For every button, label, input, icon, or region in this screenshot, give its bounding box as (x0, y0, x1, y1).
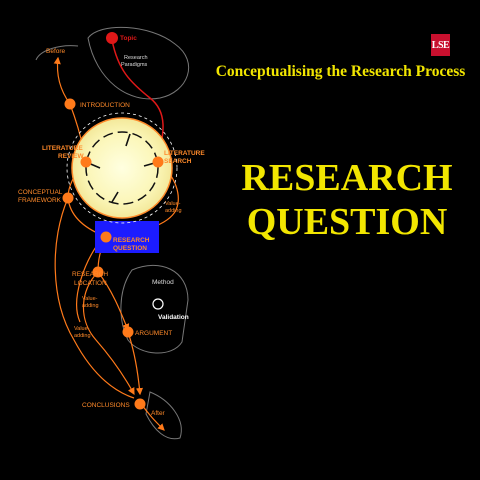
title-line-1: RESEARCH (241, 157, 453, 199)
label-validation: Validation (158, 314, 189, 321)
label-conceptual-framework-1: CONCEPTUAL (18, 189, 63, 196)
label-value-adding-mid-2: adding (82, 303, 99, 309)
label-research-question-1: RESEARCH (113, 237, 150, 244)
label-value-adding-right-2: adding (165, 208, 182, 214)
label-value-adding-right-1: Value- (165, 201, 181, 207)
literature-review-node (80, 156, 92, 168)
label-literature-review-1: LITERATURE (42, 145, 83, 152)
literature-search-node (152, 156, 164, 168)
research-location-node (92, 266, 104, 278)
lse-logo: LSE (431, 34, 450, 56)
subtitle: Conceptualising the Research Process (215, 63, 466, 80)
paradigms-region (87, 26, 190, 100)
central-cycle-ring (85, 131, 159, 205)
label-conclusions: CONCLUSIONS (82, 402, 130, 409)
title-line-2: QUESTION (246, 201, 448, 243)
label-after: After (151, 410, 166, 417)
diagram-labels: Before Topic Research Paradigms INTRODUC… (18, 35, 205, 417)
label-research-paradigms-1: Research (124, 55, 148, 61)
label-research-location-1: RESEARCH (72, 271, 108, 278)
label-method: Method (152, 279, 174, 286)
label-before: Before (46, 48, 66, 55)
label-research-question-2: QUESTION (113, 245, 147, 252)
research-question-node (100, 231, 112, 243)
label-literature-review-2: REVIEW (58, 153, 85, 160)
label-value-adding-low-1: Value- (74, 326, 90, 332)
label-literature-search-2: SEARCH (164, 158, 192, 165)
conclusions-node (134, 398, 146, 410)
topic-node (106, 32, 118, 44)
label-topic: Topic (120, 35, 137, 42)
conceptual-framework-node (62, 192, 74, 204)
central-circle (71, 117, 173, 219)
argument-node (122, 326, 134, 338)
after-region (145, 391, 182, 440)
label-research-paradigms-2: Paradigms (121, 62, 148, 68)
label-value-adding-mid-1: Value- (82, 296, 98, 302)
label-value-adding-low-2: adding (74, 333, 91, 339)
label-research-location-2: LOCATION (74, 280, 107, 287)
page-title: RESEARCH QUESTION (238, 156, 456, 244)
label-literature-search-1: LITERATURE (164, 150, 205, 157)
validation-node (152, 298, 164, 310)
process-nodes (62, 32, 164, 410)
label-conceptual-framework-2: FRAMEWORK (18, 197, 62, 204)
introduction-node (64, 98, 76, 110)
before-region (35, 45, 79, 61)
label-argument: ARGUMENT (135, 330, 172, 337)
method-region (120, 265, 189, 354)
outer-dashed-ring (66, 112, 178, 224)
label-introduction: INTRODUCTION (80, 102, 130, 109)
